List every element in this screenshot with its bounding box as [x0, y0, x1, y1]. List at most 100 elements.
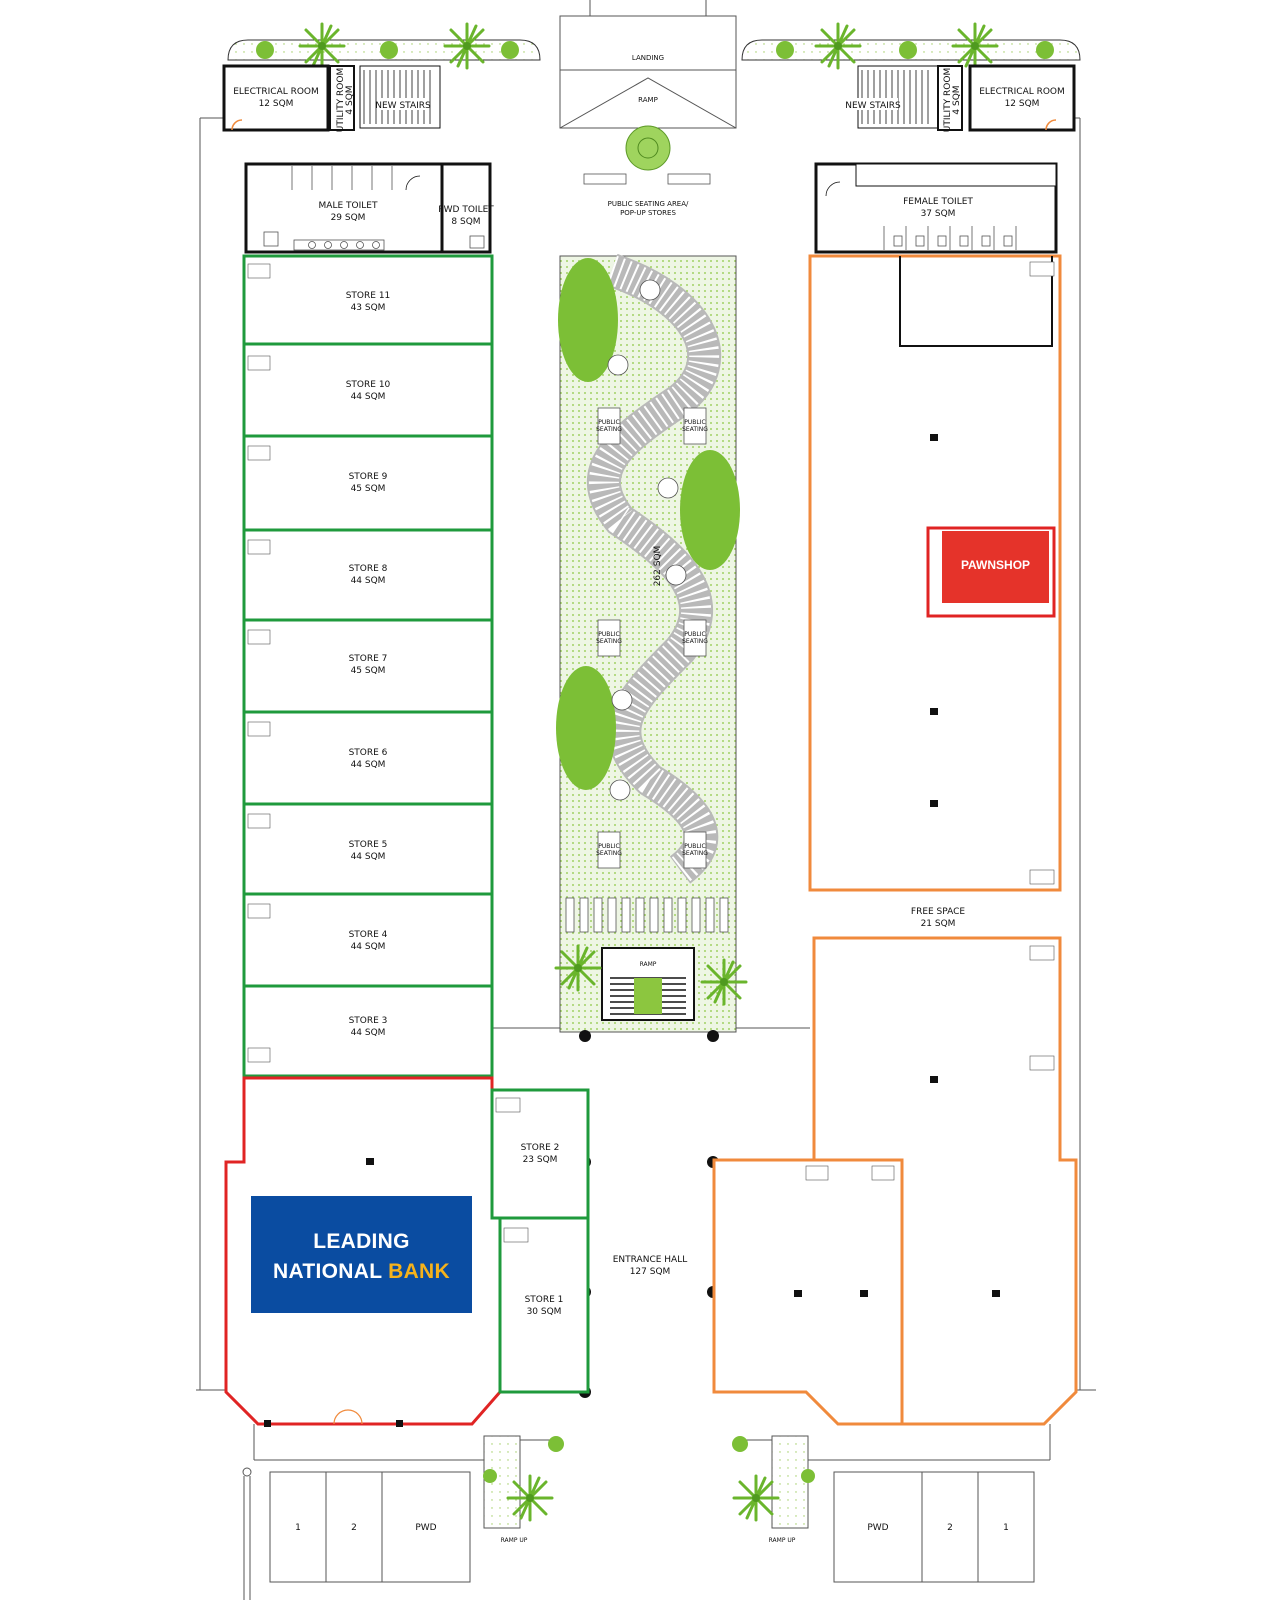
svg-text:127 SQM: 127 SQM	[630, 1267, 671, 1277]
tree-canopy-icon	[625, 125, 671, 171]
top-planter-left	[227, 22, 541, 70]
courtyard: PUBLIC SEATING PUBLIC SEATING PUBLIC SEA…	[554, 253, 748, 1033]
public-seating-block: PUBLIC SEATING	[682, 831, 708, 869]
store-3[interactable]: STORE 3 44 SQM	[349, 1016, 388, 1038]
svg-text:8 SQM: 8 SQM	[451, 217, 480, 227]
shrub-icon	[776, 41, 794, 59]
stairs-left: NEW STAIRS	[359, 65, 441, 129]
svg-text:PWD TOILET: PWD TOILET	[438, 205, 494, 215]
shrub-icon	[256, 41, 274, 59]
svg-text:30 SQM: 30 SQM	[527, 1307, 562, 1317]
tree-canopy-icon	[680, 450, 740, 570]
utility-room-right: UTILITY ROOM 4 SQM	[937, 65, 963, 132]
svg-text:STORE 6: STORE 6	[349, 748, 388, 758]
shrub-icon	[801, 1469, 815, 1483]
shrub-icon	[483, 1469, 497, 1483]
svg-text:PWD: PWD	[867, 1523, 888, 1533]
svg-text:NEW STAIRS: NEW STAIRS	[845, 101, 901, 111]
store-8[interactable]: STORE 8 44 SQM	[349, 564, 388, 586]
svg-text:RAMP UP: RAMP UP	[501, 1537, 528, 1544]
right-corner-unit[interactable]	[712, 1158, 904, 1426]
svg-text:NEW STAIRS: NEW STAIRS	[375, 101, 431, 111]
svg-text:SEATING: SEATING	[596, 426, 622, 433]
svg-text:STORE 8: STORE 8	[349, 564, 388, 574]
palm-tree-icon	[554, 944, 602, 992]
svg-text:1: 1	[295, 1523, 301, 1533]
svg-text:12 SQM: 12 SQM	[259, 99, 294, 109]
svg-text:44 SQM: 44 SQM	[351, 852, 386, 862]
utility-room-left: UTILITY ROOM 4 SQM	[329, 65, 355, 132]
svg-text:RAMP: RAMP	[640, 961, 657, 968]
svg-text:4 SQM: 4 SQM	[952, 85, 962, 114]
store-4[interactable]: STORE 4 44 SQM	[349, 930, 388, 952]
door-swing-icon	[231, 119, 243, 131]
svg-text:ENTRANCE HALL: ENTRANCE HALL	[613, 1255, 687, 1265]
shrub-icon	[1036, 41, 1054, 59]
svg-text:44 SQM: 44 SQM	[351, 576, 386, 586]
shrub-icon	[501, 41, 519, 59]
store-5[interactable]: STORE 5 44 SQM	[349, 840, 388, 862]
svg-text:LANDING: LANDING	[632, 54, 664, 62]
store-1[interactable]: STORE 1 30 SQM	[498, 1216, 590, 1394]
palm-tree-icon	[732, 1474, 780, 1522]
svg-text:44 SQM: 44 SQM	[351, 1028, 386, 1038]
pawnshop-label: PAWNSHOP	[960, 558, 1031, 572]
bank-name-line1: LEADING	[313, 1230, 410, 1253]
svg-text:STORE 3: STORE 3	[349, 1016, 388, 1026]
public-seating-block: PUBLIC SEATING	[682, 407, 708, 445]
tree-canopy-icon	[556, 666, 616, 790]
svg-text:PUBLIC: PUBLIC	[684, 843, 705, 850]
store-7[interactable]: STORE 7 45 SQM	[349, 654, 388, 676]
svg-text:43 SQM: 43 SQM	[351, 303, 386, 313]
svg-text:STORE 7: STORE 7	[349, 654, 388, 664]
frontage: RAMP UP RAMP UP	[253, 1424, 1051, 1546]
svg-text:PUBLIC SEATING AREA/: PUBLIC SEATING AREA/	[608, 200, 689, 208]
top-planter-right	[741, 22, 1081, 70]
shrub-icon	[380, 41, 398, 59]
svg-text:SEATING: SEATING	[596, 850, 622, 857]
svg-text:44 SQM: 44 SQM	[351, 392, 386, 402]
svg-text:RAMP UP: RAMP UP	[769, 1537, 796, 1544]
svg-text:262 SQM: 262 SQM	[653, 546, 663, 587]
bank-tenant-panel: LEADING NATIONAL BANK	[251, 1196, 472, 1313]
store-10[interactable]: STORE 10 44 SQM	[346, 380, 391, 402]
store-2[interactable]: STORE 2 23 SQM	[490, 1088, 590, 1220]
svg-text:37 SQM: 37 SQM	[921, 209, 956, 219]
svg-text:SEATING: SEATING	[682, 638, 708, 645]
palm-tree-icon	[951, 22, 999, 70]
svg-text:STORE 4: STORE 4	[349, 930, 388, 940]
svg-text:STORE 9: STORE 9	[349, 472, 388, 482]
svg-text:RAMP: RAMP	[638, 96, 658, 104]
svg-text:PUBLIC: PUBLIC	[598, 631, 619, 638]
electrical-room-right: ELECTRICAL ROOM 12 SQM	[968, 64, 1076, 132]
svg-text:SEATING: SEATING	[596, 638, 622, 645]
tree-canopy-icon	[558, 258, 618, 382]
palm-tree-icon	[298, 22, 346, 70]
svg-text:4 SQM: 4 SQM	[345, 85, 355, 114]
svg-text:PUBLIC: PUBLIC	[598, 419, 619, 426]
svg-text:STORE 11: STORE 11	[346, 291, 391, 301]
shrub-icon	[732, 1436, 748, 1452]
store-9[interactable]: STORE 9 45 SQM	[349, 472, 388, 494]
stairs-icon: RAMP	[601, 947, 695, 1021]
svg-text:ELECTRICAL ROOM: ELECTRICAL ROOM	[979, 87, 1065, 97]
left-store-column: STORE 11 43 SQM STORE 10 44 SQM STORE 9 …	[242, 254, 494, 1078]
svg-text:ELECTRICAL ROOM: ELECTRICAL ROOM	[233, 87, 319, 97]
male-toilet: MALE TOILET 29 SQM	[244, 162, 444, 254]
svg-text:45 SQM: 45 SQM	[351, 666, 386, 676]
pwd-toilet: PWD TOILET 8 SQM	[438, 162, 494, 254]
public-seating-block: PUBLIC SEATING	[596, 619, 622, 657]
parking-left: 1 2 PWD	[242, 1467, 471, 1600]
public-seating-block: PUBLIC SEATING	[682, 619, 708, 657]
store-6[interactable]: STORE 6 44 SQM	[349, 748, 388, 770]
svg-text:STORE 1: STORE 1	[525, 1295, 564, 1305]
shrub-icon	[548, 1436, 564, 1452]
svg-text:29 SQM: 29 SQM	[331, 213, 366, 223]
svg-text:FEMALE TOILET: FEMALE TOILET	[903, 197, 973, 207]
svg-text:PUBLIC: PUBLIC	[684, 419, 705, 426]
public-seating-block: PUBLIC SEATING	[596, 407, 622, 445]
entrance-hall: ENTRANCE HALL 127 SQM	[613, 1255, 687, 1277]
store-11[interactable]: STORE 11 43 SQM	[346, 291, 391, 313]
bank-name-accent-word: BANK	[388, 1260, 450, 1283]
